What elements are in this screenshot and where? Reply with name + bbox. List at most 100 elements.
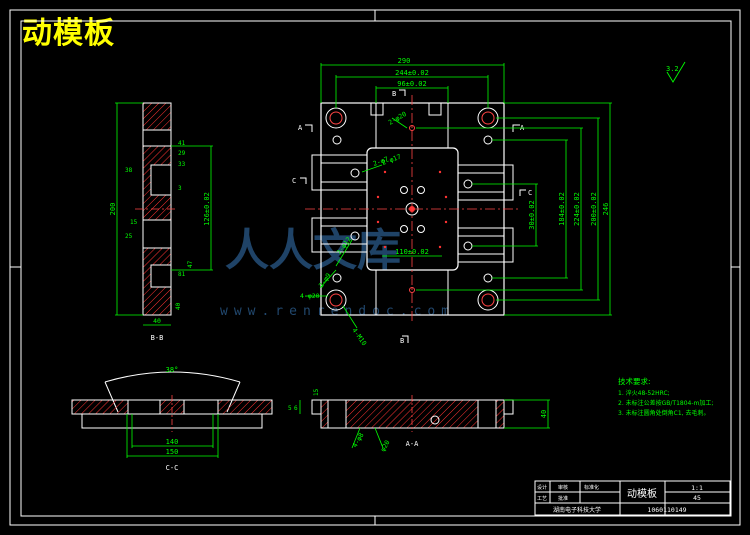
- bb-dim-d: 33: [178, 161, 186, 168]
- aa-dims: [299, 399, 550, 449]
- ejector-hole: [400, 186, 408, 194]
- tb-drawing-no: 1060110149: [647, 506, 686, 514]
- bb-dim-e: 15: [130, 219, 138, 226]
- aa-dim-small: 15: [313, 388, 320, 396]
- watermark-text: 人人文库: [225, 225, 401, 276]
- view-label-b-bottom: B: [400, 337, 404, 345]
- cavity-marks: [376, 170, 448, 249]
- bb-cutout: [150, 164, 172, 196]
- bb-cutout: [142, 129, 172, 147]
- view-label-a-left: A: [298, 124, 303, 132]
- bb-dim-h: 126±0.02: [203, 192, 211, 226]
- bb-cutout: [142, 219, 172, 249]
- tb-row2-a: 工艺: [537, 496, 547, 502]
- dim-right-a: 200±0.02: [590, 192, 598, 226]
- aa-section-body: [320, 399, 505, 429]
- aa-leader-1: 4-φ8: [351, 431, 366, 449]
- aa-lug: [311, 399, 322, 415]
- guide-pin-hole-inner: [481, 293, 495, 307]
- tb-row1-b: 审核: [558, 484, 568, 491]
- aa-hole: [477, 399, 497, 429]
- aa-hole: [327, 399, 347, 429]
- bb-dim-j: 47: [187, 260, 194, 268]
- cut-marker: [305, 124, 313, 132]
- side-slot-left: [311, 154, 368, 191]
- bb-dim-c: 38: [125, 167, 133, 174]
- tb-material: 45: [693, 494, 701, 502]
- side-slot-left: [311, 217, 368, 253]
- section-bb: 200 126±0.02 41 29 38 33 15 25 3 81 47 4…: [109, 102, 213, 342]
- leader-label: 2-φ17: [381, 153, 402, 167]
- guide-pin-hole-inner: [329, 111, 343, 125]
- small-hole: [409, 287, 415, 293]
- bb-dim-bottom: 40: [153, 317, 161, 325]
- section-cc: 38° 140 150 C-C: [71, 366, 273, 472]
- ejector-hole: [417, 225, 425, 233]
- tb-row1-c: 标准化: [584, 484, 599, 491]
- top-notch: [370, 102, 384, 116]
- cut-marker: [512, 124, 520, 132]
- dim-right-c: 184±0.02: [558, 192, 566, 226]
- bb-dim-f: 25: [125, 233, 133, 240]
- section-aa: 40 15 5 6 4-φ8 φ20 A-A: [288, 388, 550, 453]
- cc-dims: [126, 414, 219, 458]
- notes-item: 3. 未标注圆角处倒角C1, 去毛刺。: [618, 409, 709, 417]
- side-slot-right: [457, 227, 514, 263]
- cc-dim-outer: 150: [166, 448, 179, 456]
- dim-top-third: 96±0.02: [397, 80, 427, 88]
- plan-dims-right: [416, 102, 612, 316]
- cc-dim-inner: 140: [166, 438, 179, 446]
- dim-right-d: 30±0.02: [528, 200, 536, 230]
- inner-border: [20, 20, 732, 517]
- guide-pin-hole: [477, 107, 499, 129]
- ejector-hole: [400, 225, 408, 233]
- return-pin-hole: [463, 179, 473, 189]
- aa-dim-height: 40: [540, 410, 548, 418]
- title-block: 设计 审核 标准化 工艺 批准 动模板 1:1 45 湖南电子科技大学 1060…: [534, 480, 731, 516]
- leader-label: 2-φ20: [387, 110, 408, 127]
- tb-part-name: 动模板: [627, 487, 657, 500]
- cc-section-label: C-C: [166, 464, 179, 472]
- bb-dims: [115, 102, 213, 326]
- small-hole: [409, 125, 415, 131]
- plan-dims-top: [320, 63, 505, 108]
- cut-marker: [402, 335, 409, 343]
- drawing-title: 动模板: [22, 16, 115, 51]
- notes-item: 2. 未标注公差按GB/T1804-m加工;: [618, 399, 713, 407]
- dim-top-second: 244±0.02: [395, 69, 429, 77]
- cut-marker: [399, 89, 406, 96]
- aa-dim-b: 6: [294, 405, 298, 412]
- aa-small-hole: [430, 415, 440, 425]
- return-pin-hole: [350, 231, 360, 241]
- view-label-c-right: C: [528, 189, 532, 197]
- cut-marker: [519, 189, 526, 196]
- bb-dim-g: 3: [178, 185, 182, 192]
- tb-school: 湖南电子科技大学: [553, 506, 601, 514]
- screw-hole: [483, 273, 493, 283]
- roughness-value: 3.2: [666, 65, 679, 73]
- bb-dim-i: 81: [178, 271, 186, 278]
- notes-item: 1. 淬火48-52HRC;: [618, 389, 670, 397]
- tb-row2-b: 批准: [558, 495, 568, 502]
- dim-right-b: 224±0.02: [573, 192, 581, 226]
- cut-marker: [300, 177, 307, 184]
- view-label-c-left: C: [292, 177, 296, 185]
- top-notch: [428, 102, 442, 116]
- tb-scale: 1:1: [691, 484, 703, 492]
- leaders: [305, 117, 408, 329]
- ejector-hole: [417, 186, 425, 194]
- aa-leader-2: φ20: [379, 439, 392, 453]
- guide-pin-hole: [477, 289, 499, 311]
- return-pin-hole: [463, 241, 473, 251]
- title-block-frame: [534, 480, 731, 516]
- view-label-b-top: B: [392, 90, 396, 98]
- leader-label: 4-φ20: [300, 292, 320, 300]
- bb-dim-b: 29: [178, 150, 186, 157]
- cc-dim-angle: 38°: [166, 366, 179, 374]
- roughness-symbol: 3.2: [666, 61, 686, 83]
- guide-pin-hole: [325, 289, 347, 311]
- bb-dim-k: 40: [175, 302, 182, 310]
- return-pin-hole: [350, 168, 360, 178]
